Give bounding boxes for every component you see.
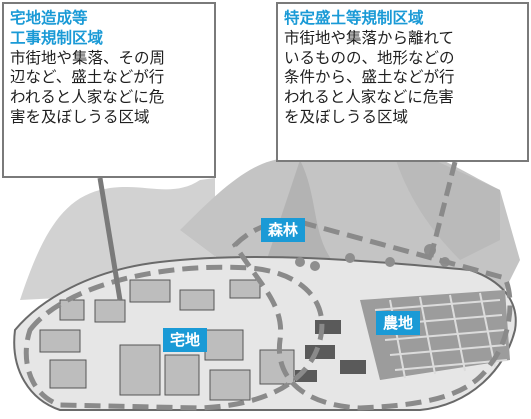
takuchi-callout-title-line1: 宅地造成等 (10, 9, 88, 27)
takuchi-region-outline (23, 264, 325, 411)
takuchi-callout: 宅地造成等 工事規制区域 市街地や集落、その周 辺など、盛土などが行 われると人… (2, 2, 216, 178)
zone-label-farmland: 農地 (376, 311, 421, 335)
tokutei-callout-title: 特定盛土等規制区域 (284, 9, 424, 27)
takuchi-callout-body-line3: われると人家などに危 (10, 88, 165, 107)
tokutei-callout-body-line5: を及ぼしうる区域 (284, 108, 409, 127)
zone-label-residential: 宅地 (163, 328, 208, 352)
callout-left-pointer (97, 177, 123, 301)
tokutei-callout: 特定盛土等規制区域 市街地や集落から離れて いるものの、地形などの 条件から、盛… (276, 2, 529, 162)
takuchi-callout-body-line4: 害を及ぼしうる区域 (10, 108, 150, 127)
tokutei-callout-body-line1: 市街地や集落から離れて (284, 28, 455, 47)
tokutei-callout-body-line2: いるものの、地形などの (284, 48, 455, 67)
residential-buildings (39, 279, 295, 401)
takuchi-callout-title-line2: 工事規制区域 (10, 28, 104, 47)
takuchi-callout-body-line2: 辺など、盛土などが行 (10, 68, 165, 87)
callout-right-pointer (427, 161, 458, 261)
tokutei-callout-body-line4: われると人家などに危害 (284, 88, 454, 107)
zone-label-forest: 森林 (261, 218, 306, 242)
tokutei-callout-body-line3: 条件から、盛土などが行 (284, 68, 455, 87)
takuchi-callout-body-line1: 市街地や集落、その周 (10, 48, 166, 67)
mountain-shade-2 (390, 140, 500, 260)
